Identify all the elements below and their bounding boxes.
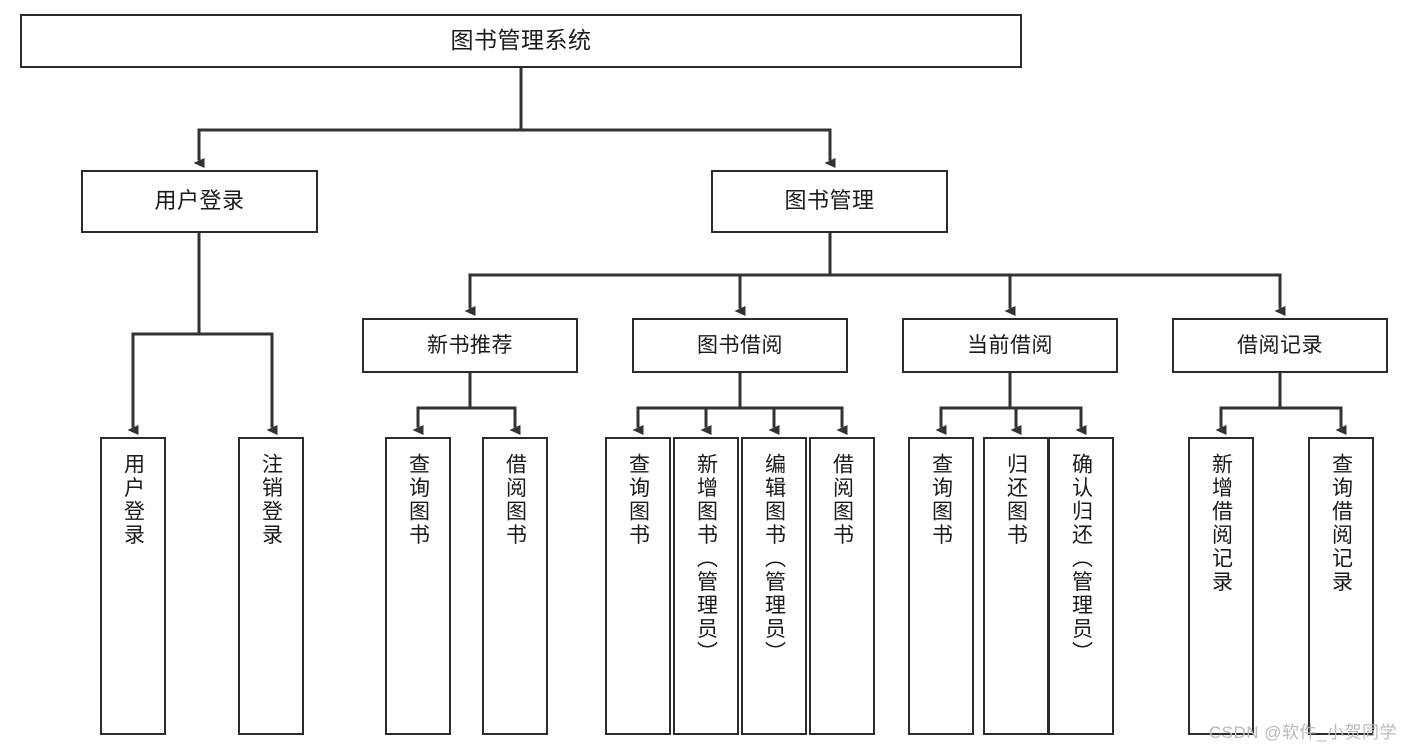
node-leaf-borrow-book-label: 借阅图书 — [830, 453, 854, 547]
node-leaf-logout-label: 注销登录 — [259, 453, 283, 547]
node-group-current-borrow-label: 当前借阅 — [967, 333, 1053, 357]
node-leaf-borrow-book-recommend-label: 借阅图书 — [503, 453, 527, 547]
node-leaf-borrow-book-recommend[interactable]: 借阅图书 — [482, 437, 548, 735]
node-leaf-query-book-recommend[interactable]: 查询图书 — [385, 437, 451, 735]
node-group-new-book-recommend-label: 新书推荐 — [427, 333, 513, 357]
node-root-label: 图书管理系统 — [450, 27, 592, 54]
node-leaf-query-borrow-record-label: 查询借阅记录 — [1329, 453, 1353, 594]
node-root[interactable]: 图书管理系统 — [20, 14, 1022, 68]
node-leaf-query-book-current-label: 查询图书 — [929, 453, 953, 547]
node-group-new-book-recommend[interactable]: 新书推荐 — [362, 318, 578, 373]
node-leaf-return-book-label: 归还图书 — [1004, 453, 1028, 547]
node-leaf-add-borrow-record-label: 新增借阅记录 — [1209, 453, 1233, 594]
node-leaf-confirm-return-admin[interactable]: 确认归还（管理员） — [1048, 437, 1114, 735]
csdn-watermark: CSDN @软件_小贺同学 — [1208, 723, 1397, 742]
node-leaf-logout[interactable]: 注销登录 — [238, 437, 304, 735]
node-leaf-edit-book-admin[interactable]: 编辑图书（管理员） — [741, 437, 807, 735]
node-leaf-add-book-admin-label: 新增图书（管理员） — [694, 453, 718, 665]
node-leaf-query-book-borrow-label: 查询图书 — [626, 453, 650, 547]
node-leaf-confirm-return-admin-label: 确认归还（管理员） — [1069, 453, 1093, 665]
node-leaf-edit-book-admin-label: 编辑图书（管理员） — [762, 453, 786, 665]
node-group-book-borrow-label: 图书借阅 — [697, 333, 783, 357]
node-leaf-query-book-recommend-label: 查询图书 — [406, 453, 430, 547]
node-branch-user-login-label: 用户登录 — [154, 188, 245, 214]
node-leaf-add-book-admin[interactable]: 新增图书（管理员） — [673, 437, 739, 735]
node-group-book-borrow[interactable]: 图书借阅 — [632, 318, 848, 373]
node-leaf-query-borrow-record[interactable]: 查询借阅记录 — [1308, 437, 1374, 735]
node-group-borrow-record[interactable]: 借阅记录 — [1172, 318, 1388, 373]
node-leaf-borrow-book[interactable]: 借阅图书 — [809, 437, 875, 735]
node-group-current-borrow[interactable]: 当前借阅 — [902, 318, 1118, 373]
node-branch-book-management[interactable]: 图书管理 — [711, 170, 948, 233]
node-branch-user-login[interactable]: 用户登录 — [81, 170, 318, 233]
node-leaf-query-book-borrow[interactable]: 查询图书 — [605, 437, 671, 735]
node-leaf-add-borrow-record[interactable]: 新增借阅记录 — [1188, 437, 1254, 735]
node-leaf-query-book-current[interactable]: 查询图书 — [908, 437, 974, 735]
node-group-borrow-record-label: 借阅记录 — [1237, 333, 1323, 357]
node-leaf-return-book[interactable]: 归还图书 — [983, 437, 1049, 735]
node-branch-book-management-label: 图书管理 — [784, 188, 875, 214]
node-leaf-user-login[interactable]: 用户登录 — [100, 437, 166, 735]
node-leaf-user-login-label: 用户登录 — [121, 453, 145, 547]
